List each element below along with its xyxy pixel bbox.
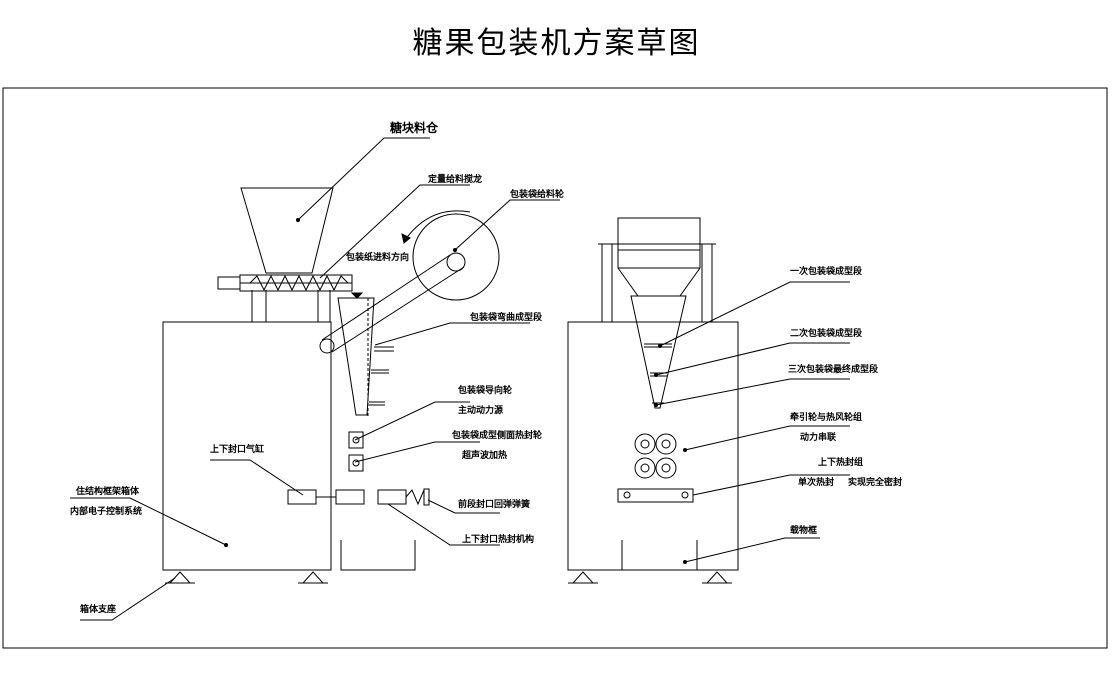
label-bend-forming: 包装袋弯曲成型段 [469, 311, 543, 323]
side-cabinet [162, 321, 332, 571]
front-hopper [617, 217, 701, 251]
leader-dots [224, 218, 687, 564]
label-cylinder: 上下封口气缸 [210, 443, 264, 455]
label-spring: 前段封口回弹弹簧 [458, 498, 530, 510]
front-collector [621, 540, 698, 571]
label-film-feed-direction: 包装纸进料方向 [345, 251, 409, 263]
side-collector [340, 540, 416, 571]
side-leaders [70, 137, 560, 621]
label-frame-box: 住结构框架箱体 [76, 485, 140, 497]
side-hopper [240, 187, 334, 274]
front-leaders [655, 281, 850, 563]
film-roll-outer [412, 213, 500, 301]
auger-motor [217, 276, 241, 290]
label-top-bottom-seal: 上下热封组 [818, 456, 863, 468]
label-side-heat-wheel: 包装袋成型侧面热封轮 [451, 429, 542, 441]
label-main-power: 主动动力源 [458, 404, 503, 416]
label-collector: 载物框 [790, 524, 817, 536]
label-hopper: 糖块料仓 [390, 120, 439, 135]
drawing-frame [2, 87, 1108, 649]
label-stage3: 三次包装袋最终成型段 [788, 363, 879, 375]
label-stage1: 一次包装袋成型段 [790, 265, 863, 277]
label-control-system: 内部电子控制系统 [70, 505, 142, 517]
label-full-seal: 实现完全密封 [848, 476, 902, 488]
label-guide-wheel: 包装袋导向轮 [457, 384, 512, 396]
front-cabinet [567, 321, 739, 571]
film-roll-hub [446, 252, 466, 272]
label-stage2: 二次包装袋成型段 [790, 327, 863, 339]
label-single-seal: 单次热封 [798, 476, 834, 488]
seal-cylinder [287, 489, 317, 505]
auger-screw [249, 274, 349, 292]
side-foot-right [301, 571, 325, 584]
label-ultrasonic: 超声波加热 [461, 449, 507, 461]
front-view [567, 217, 739, 584]
label-dosing-auger: 定量给料搅龙 [427, 173, 482, 185]
label-film-roll: 包装袋给料轮 [509, 188, 564, 200]
front-seal-bar [617, 488, 694, 503]
front-cone [630, 295, 687, 409]
label-box-stand: 箱体支座 [80, 603, 116, 615]
label-power-link: 动力串联 [800, 431, 837, 443]
side-forming-tube [337, 297, 375, 416]
side-foot-left [168, 571, 192, 584]
label-heat-seal-mech: 上下封口热封机构 [462, 533, 534, 545]
label-traction-group: 牵引轮与热风轮组 [790, 411, 862, 423]
seal-mechanism [377, 489, 407, 505]
diagram-title: 糖果包装机方案草图 [412, 26, 701, 61]
side-view [162, 187, 500, 584]
